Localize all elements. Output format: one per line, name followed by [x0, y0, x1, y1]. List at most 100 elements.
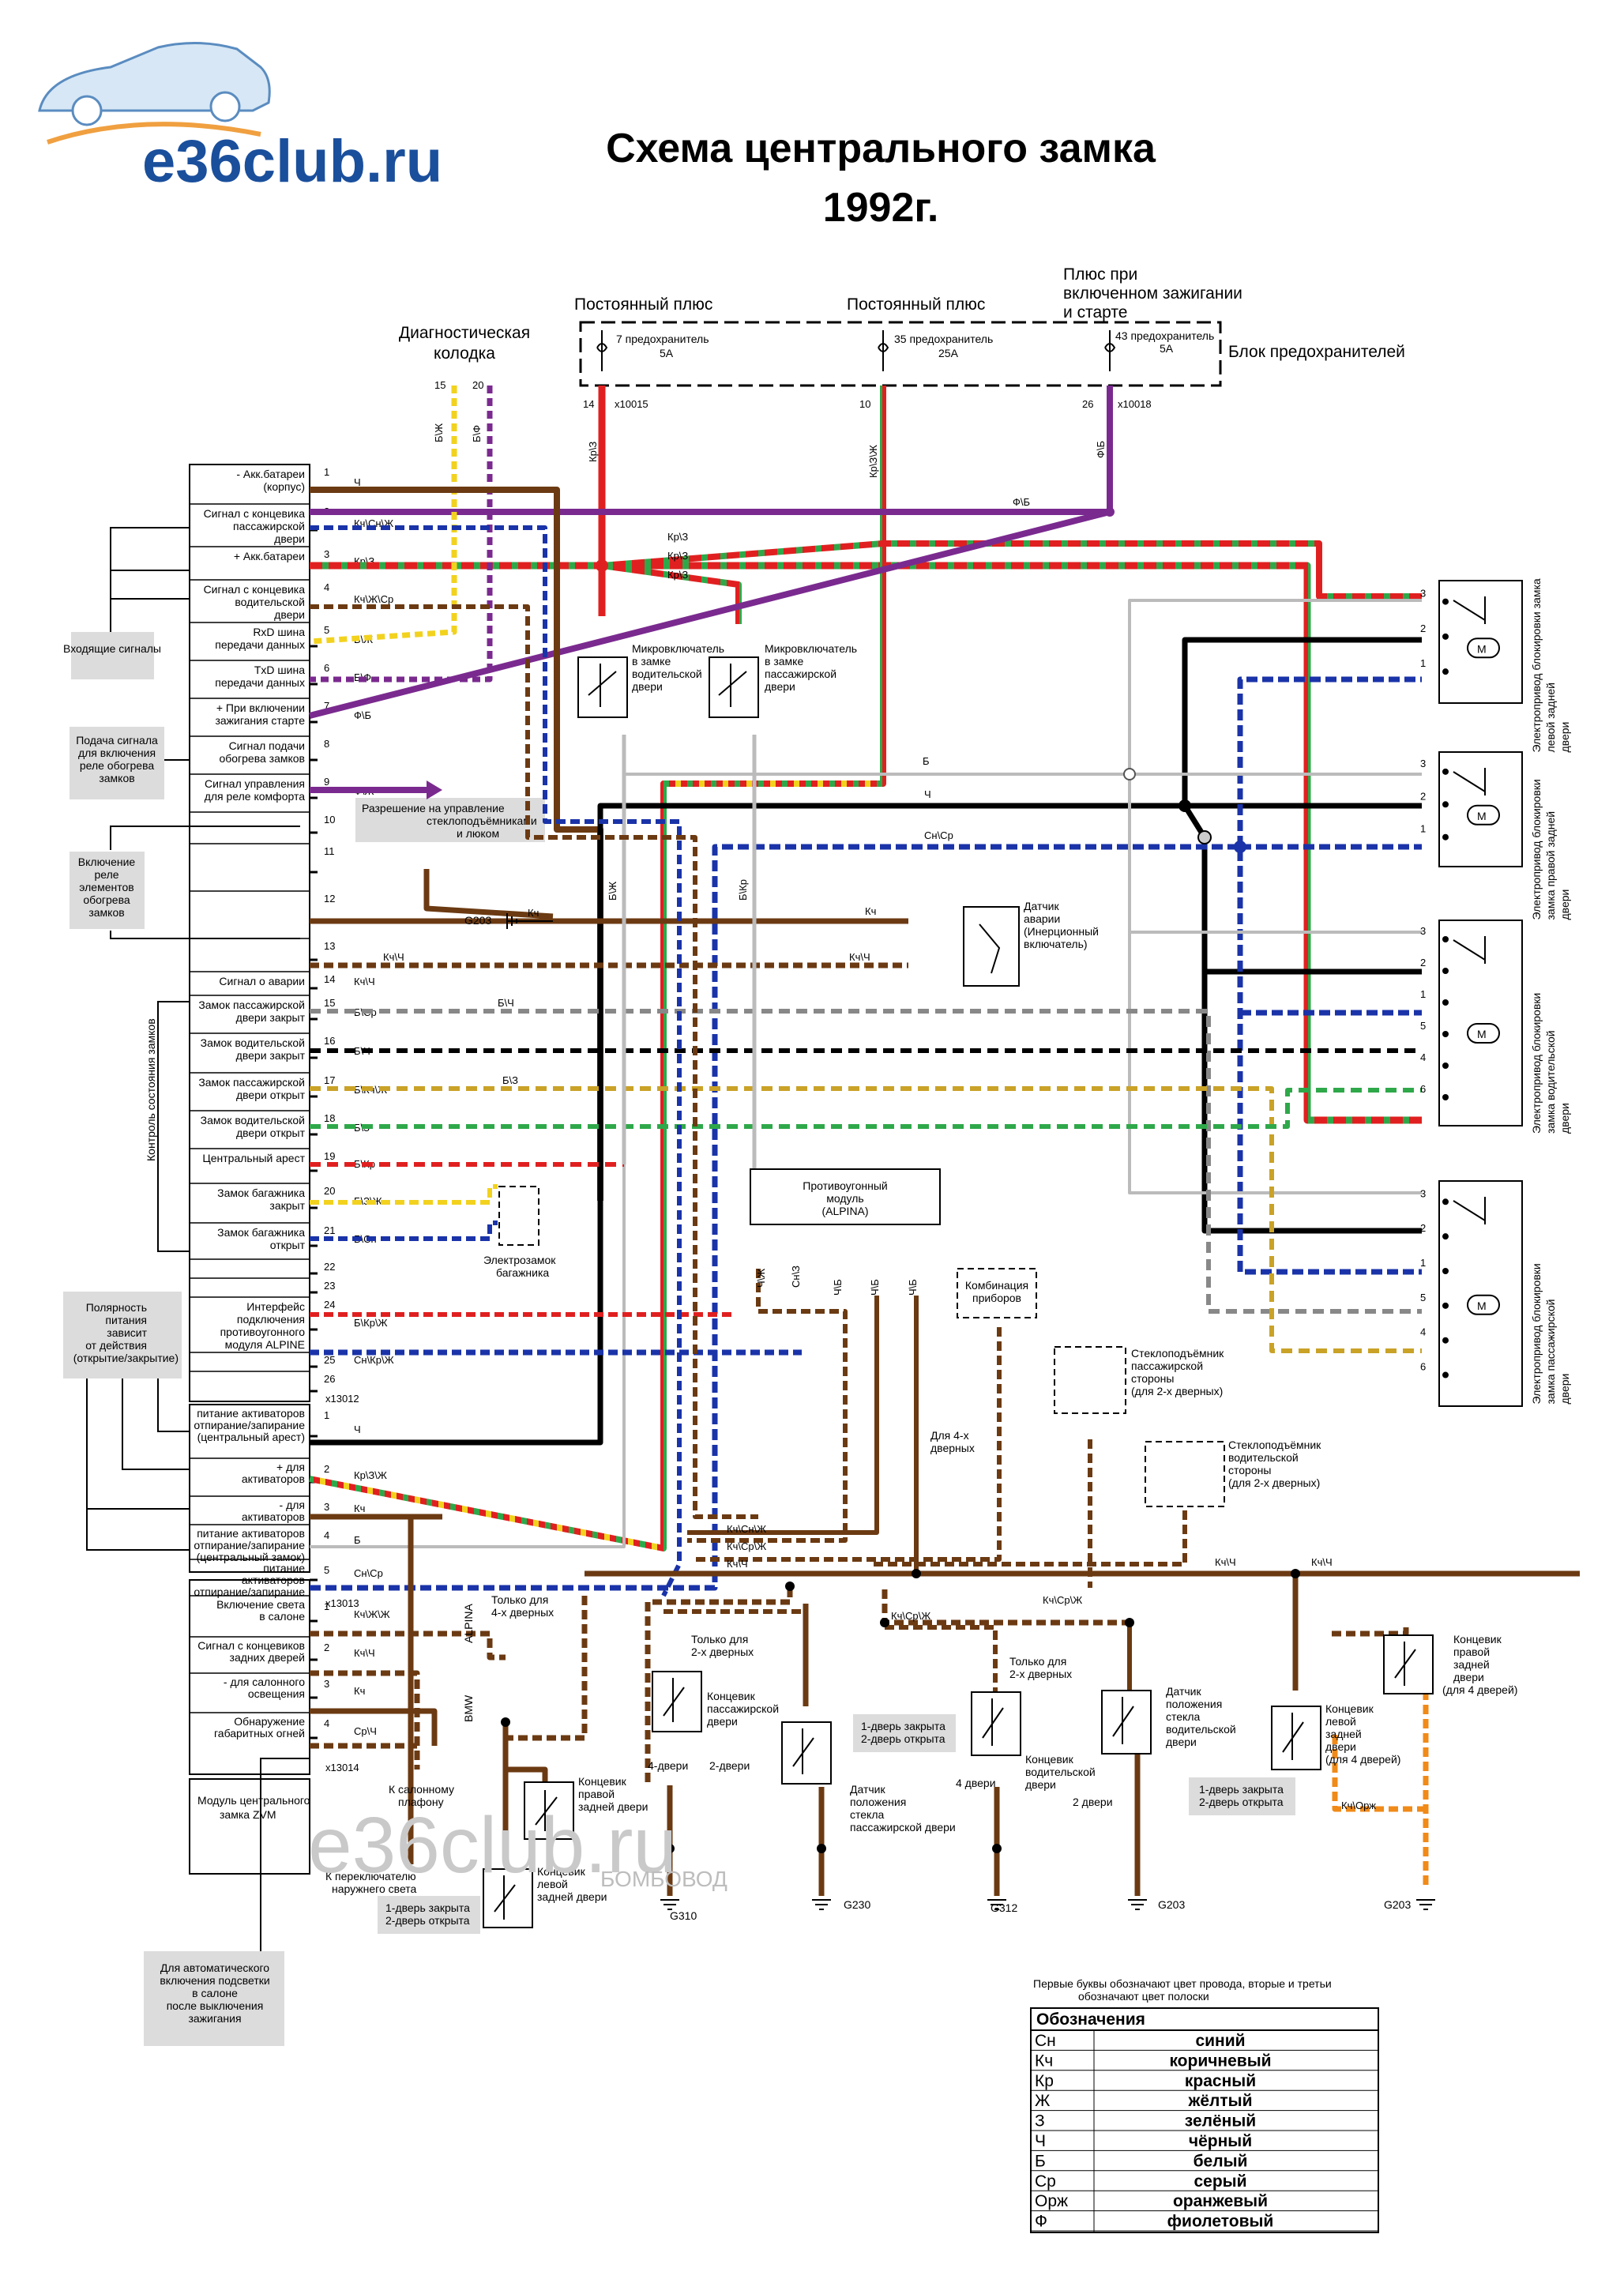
zvm-pin-label: Центральный арест	[202, 1152, 305, 1164]
actuator-label: двери	[1558, 1374, 1571, 1405]
sens-d-2: положения	[1166, 1698, 1222, 1710]
feed3-title-1: Плюс при	[1063, 265, 1137, 284]
note-auto-4: после выключения	[167, 1999, 264, 2012]
zvm-pin2-label: отпирание/запирание	[194, 1419, 305, 1431]
note-pol-4: от действия	[85, 1339, 147, 1352]
wl-kchsrzh-2: Кч\Ср\Ж	[1043, 1594, 1082, 1606]
zvm-pin-label: (корпус)	[263, 480, 305, 493]
legend-color-name: зелёный	[1185, 2112, 1256, 2131]
motor-icon-label: M	[1477, 642, 1487, 655]
sens-d-1: Датчик	[1166, 1685, 1201, 1698]
note-auto-5: зажигания	[188, 2012, 241, 2025]
zvm-pin2-wire: Кр\З\Ж	[354, 1469, 387, 1481]
fuse43-conn: x10018	[1118, 398, 1152, 410]
zvm-pin-10: 10	[324, 814, 335, 826]
actuator-pin: 1	[1420, 823, 1426, 835]
note-heat-1: Подача сигнала	[76, 734, 158, 747]
sens-p-2: положения	[850, 1796, 906, 1808]
fuse35-wire-label: Кр\З\Ж	[867, 445, 879, 478]
g310-label: G310	[670, 1909, 697, 1922]
conn-x13012: x13012	[325, 1393, 359, 1405]
actuator-label: Электропривод блокировки	[1530, 993, 1543, 1134]
zvm-pin-14: 14	[324, 973, 335, 985]
zvm-pin-18: 18	[324, 1112, 335, 1124]
zvm-pin2-label: + для	[276, 1461, 305, 1473]
zvm-pin-label: Замок багажника	[217, 1226, 305, 1239]
zvm-pin2-label: освещения	[248, 1687, 305, 1700]
actuator-terminal	[1442, 999, 1449, 1006]
note-comfort-3: и люком	[457, 827, 499, 840]
lamp-1: К салонному	[389, 1783, 454, 1796]
door-switches: Концевик правой задней двери Концевик ле…	[483, 1633, 1517, 1928]
motor-icon	[1467, 1023, 1500, 1044]
zvm-pin-label: закрыт	[269, 1199, 305, 1212]
zvm-pin-wire: Б\Сн	[354, 1233, 377, 1245]
legend: Первые буквы обозначают цвет провода, вт…	[1030, 1977, 1379, 2233]
zvm-pin-label: RxD шина	[253, 626, 305, 638]
motor-icon	[1467, 638, 1500, 659]
ground-icon	[506, 913, 553, 929]
actuator-label: замка водительской	[1544, 1030, 1557, 1134]
legend-code: Кч	[1035, 2052, 1053, 2070]
wl-bz: Б\З	[502, 1074, 518, 1086]
legend-color-name: жёлтый	[1187, 2092, 1252, 2110]
zvm-pin-8: 8	[324, 738, 329, 750]
wl-kchsrzh-bus: Кч\Ср\Ж	[727, 1540, 766, 1552]
note-auto-1: Для автоматического	[160, 1961, 269, 1974]
actuator-box	[1438, 1180, 1523, 1407]
actuator-pin: 6	[1420, 1361, 1426, 1373]
actuator-terminal	[1442, 1063, 1449, 1069]
for4-1: Для 4-х	[930, 1429, 969, 1442]
actuator-terminal	[1442, 668, 1449, 675]
zvm-pin2-5: 1	[324, 1600, 329, 1612]
feed3-title-3: и старте	[1063, 303, 1127, 322]
actuator-terminal	[1442, 833, 1449, 841]
actuator-terminal	[1442, 1302, 1449, 1309]
zvm-module: Модуль центрального замка ZVM x13012 x13…	[189, 464, 394, 1875]
note-comfort-2: стеклоподъёмниками	[427, 814, 537, 827]
zvm-pin-label: подключения	[237, 1313, 305, 1326]
sens-p-1: Датчик	[850, 1783, 885, 1796]
mc-pas-3: пассажирской	[765, 668, 836, 680]
zvm-pin-5: 5	[324, 624, 329, 636]
door-state-tags: 1-дверь закрыта 2-дверь открыта 1-дверь …	[378, 1714, 1295, 1934]
zvm-pin-label: Интерфейс	[246, 1300, 305, 1313]
sw-rl4-4: двери	[1325, 1740, 1356, 1753]
legend-color-name: оранжевый	[1173, 2192, 1268, 2210]
only2-b-2: 2-х дверных	[1009, 1668, 1072, 1680]
tag1-2: 2-дверь открыта	[385, 1914, 470, 1927]
zvm-pin2-label: отпирание/запирание	[194, 1539, 305, 1551]
fuse43-label: 43 предохранитель	[1115, 329, 1214, 342]
diag-pin-20: 20	[472, 379, 483, 391]
fuse7-conn: x10015	[615, 398, 648, 410]
wl-snz: Сн\З	[790, 1266, 802, 1288]
zvm-pin-20: 20	[324, 1185, 335, 1197]
zvm-pin2-label: Сигнал с концевиков	[197, 1639, 305, 1652]
fuse-7-icon	[596, 330, 608, 371]
zvm-pin2-label: задних дверей	[230, 1651, 305, 1664]
mc-pas-2: в замке	[765, 655, 803, 668]
g230-label: G230	[844, 1898, 870, 1911]
zvm-pin-3: 3	[324, 548, 329, 560]
zvm-pin2-0: 1	[324, 1409, 329, 1421]
wl-chzh: Ч\Ж	[755, 1269, 767, 1288]
zvm-pin-label: открыт	[270, 1239, 306, 1251]
wl-b: Б	[923, 755, 930, 767]
actuator-terminal	[1442, 1337, 1449, 1344]
microswitch-passenger: Микровключатель в замке пассажирской две…	[709, 642, 857, 718]
note-inputs: Входящие сигналы	[63, 642, 161, 655]
d4-label: 4-двери	[648, 1759, 688, 1772]
title-line1: Схема центрального замка	[606, 126, 1156, 171]
zvm-pin2-wire: Ср\Ч	[354, 1725, 377, 1737]
actuator-pin: 1	[1420, 1257, 1426, 1269]
fuse7-wire-label: Кр\З	[587, 442, 599, 462]
sw-rl4-3: задней	[1325, 1728, 1362, 1740]
wl-chb-1: Ч\Б	[832, 1279, 844, 1296]
actuator-label: Электропривод блокировки	[1530, 1263, 1543, 1404]
zvm-pin-22: 22	[324, 1261, 335, 1273]
diag-label-1: Диагностическая	[399, 324, 530, 342]
wd-1: Стеклоподъёмник	[1228, 1439, 1321, 1451]
zvm-pin2-label: активаторов	[242, 1510, 305, 1523]
actuator-terminal	[1442, 768, 1449, 775]
